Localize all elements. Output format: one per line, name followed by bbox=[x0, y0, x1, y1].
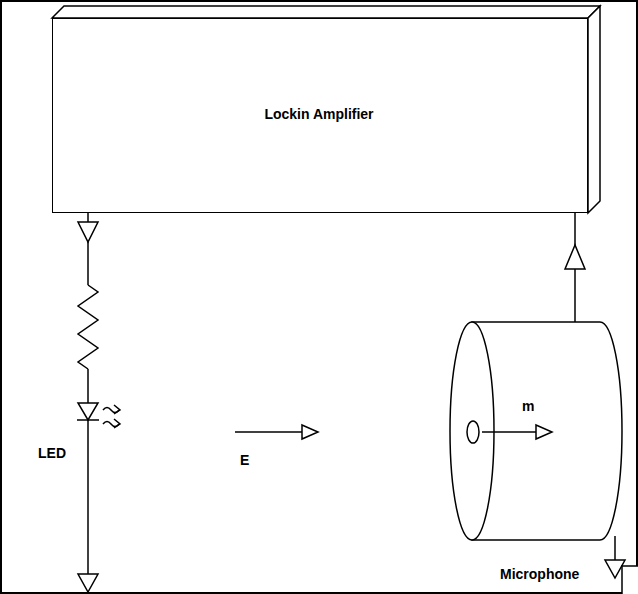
box-side-face bbox=[588, 6, 600, 213]
field-label: E bbox=[240, 452, 249, 468]
led-circuit bbox=[77, 213, 120, 592]
node-label: Lockin Amplifier bbox=[264, 106, 373, 122]
amplifier-box: Lockin Amplifier bbox=[52, 18, 588, 213]
cut-off-box bbox=[622, 566, 638, 594]
light-arrow bbox=[235, 425, 318, 439]
vector-label: m bbox=[522, 398, 534, 414]
microphone-body bbox=[450, 322, 625, 578]
signal-connector bbox=[565, 213, 585, 322]
node-label: Microphone bbox=[500, 566, 579, 582]
component-label: LED bbox=[38, 445, 66, 461]
box-top-face bbox=[52, 6, 600, 18]
microphone: Microphone bbox=[450, 322, 622, 540]
